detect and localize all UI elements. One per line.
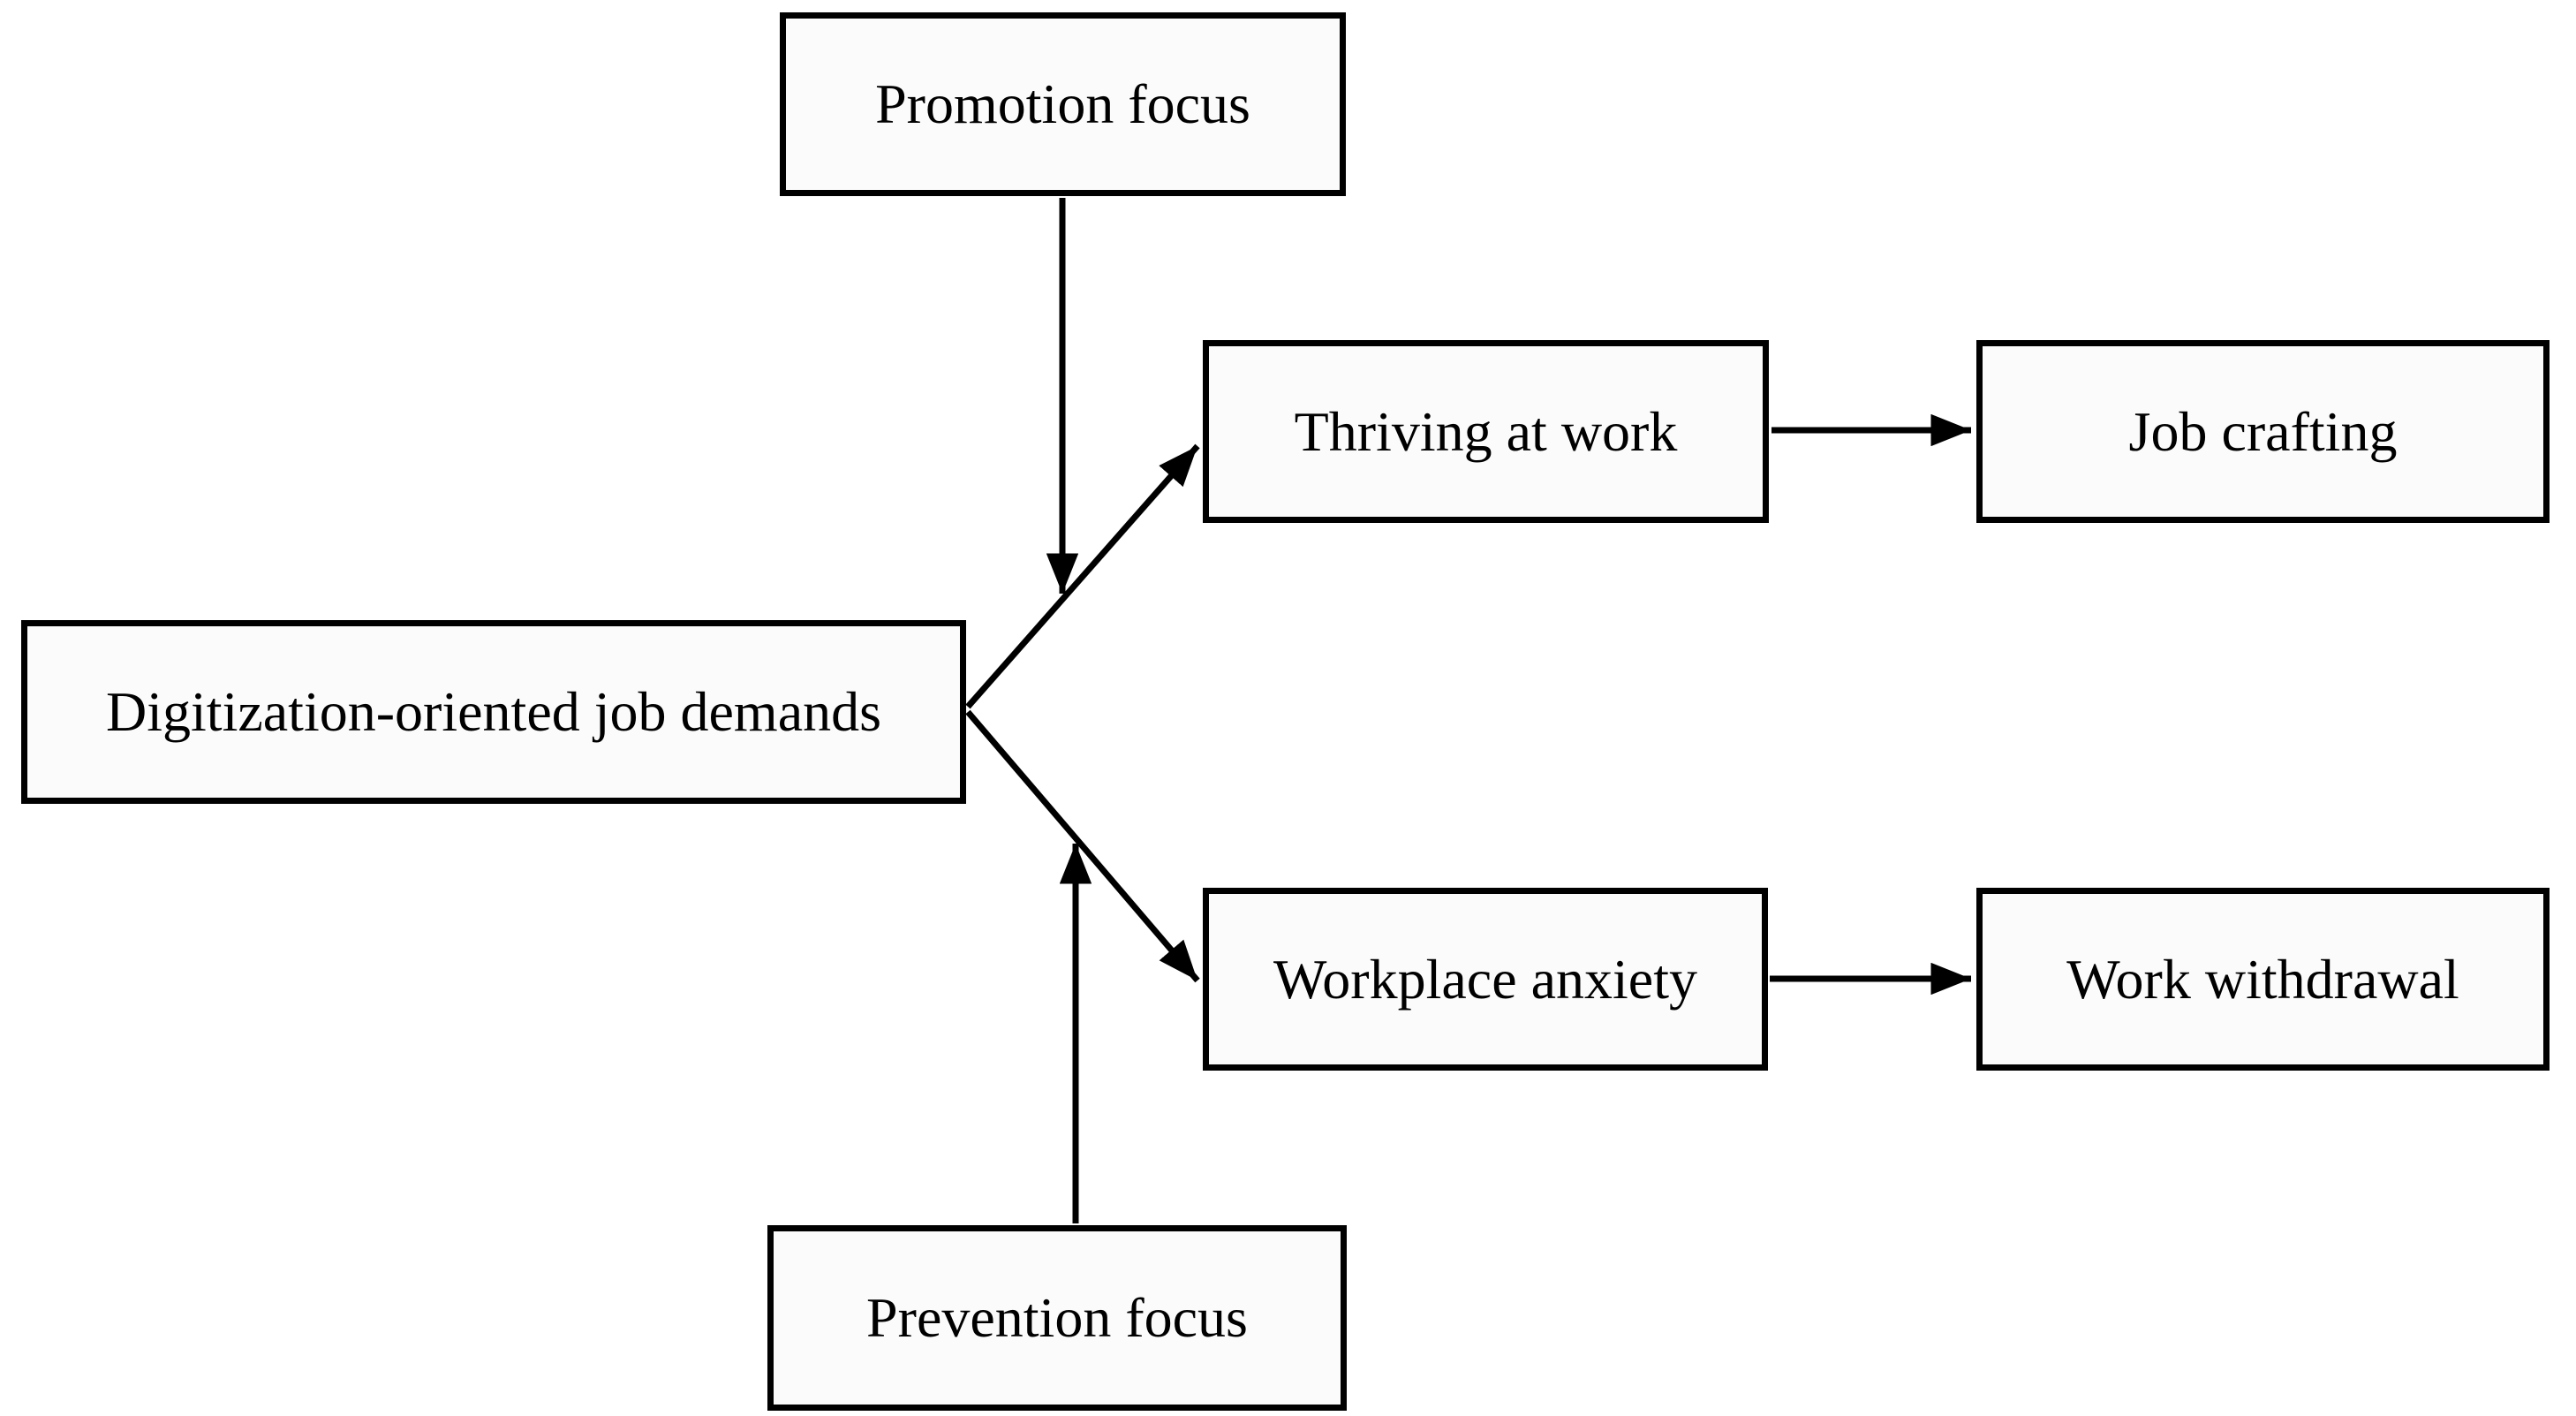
- node-job-crafting-label: Job crafting: [2128, 399, 2398, 463]
- node-prevention-focus-label: Prevention focus: [866, 1286, 1248, 1350]
- node-promotion-focus-label: Promotion focus: [875, 72, 1250, 136]
- node-work-withdrawal-label: Work withdrawal: [2066, 947, 2459, 1011]
- node-workplace-anxiety-label: Workplace anxiety: [1273, 947, 1697, 1011]
- arrow-digitization-to-workplace-anxiety: [965, 709, 1200, 983]
- node-thriving-at-work: Thriving at work: [1203, 340, 1769, 523]
- node-thriving-at-work-label: Thriving at work: [1294, 399, 1678, 463]
- arrow-digitization-to-thriving: [965, 443, 1200, 709]
- node-workplace-anxiety: Workplace anxiety: [1203, 888, 1768, 1071]
- node-prevention-focus: Prevention focus: [767, 1225, 1347, 1411]
- node-job-crafting: Job crafting: [1976, 340, 2550, 523]
- node-promotion-focus: Promotion focus: [780, 12, 1346, 196]
- node-digitization-job-demands-label: Digitization-oriented job demands: [106, 680, 881, 744]
- node-work-withdrawal: Work withdrawal: [1976, 888, 2550, 1071]
- node-digitization-job-demands: Digitization-oriented job demands: [21, 620, 966, 804]
